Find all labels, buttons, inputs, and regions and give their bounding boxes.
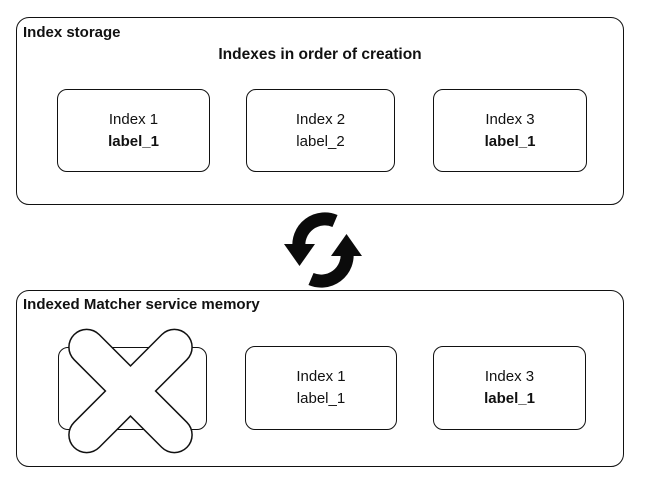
index-label: label_1: [484, 132, 536, 150]
memory-index-3-box: Index 3 label_1: [433, 346, 586, 430]
index-name: Index 1: [296, 368, 346, 385]
index-label: label_1: [108, 132, 159, 150]
index-name: Index 3: [485, 110, 535, 128]
index-storage-title: Index storage: [23, 24, 121, 41]
index-label: label_1: [296, 390, 346, 407]
storage-index-3-box: Index 3 label_1: [433, 89, 587, 172]
index-label: label_2: [296, 132, 345, 150]
deleted-cross-icon: [68, 328, 193, 454]
index-name: Index 1: [108, 110, 159, 128]
index-name: Index 3: [484, 368, 535, 385]
memory-index-1-box: Index 1 label_1: [245, 346, 397, 430]
storage-index-1-box: Index 1 label_1: [57, 89, 210, 172]
sync-arrows-icon: [284, 212, 362, 288]
indexes-order-subtitle: Indexes in order of creation: [218, 46, 422, 63]
matcher-memory-title: Indexed Matcher service memory: [23, 296, 260, 313]
storage-index-2-box: Index 2 label_2: [246, 89, 395, 172]
index-label: label_1: [484, 390, 535, 407]
index-name: Index 2: [295, 110, 346, 128]
